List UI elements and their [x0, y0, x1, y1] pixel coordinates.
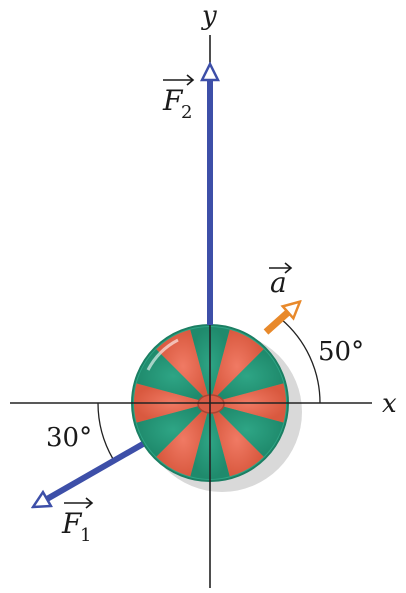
x-axis-label: x	[382, 389, 397, 419]
label-f1: F 1	[61, 497, 94, 546]
angle-arc-50	[280, 318, 321, 404]
y-axis-label: y	[201, 1, 217, 31]
svg-text:a: a	[270, 266, 287, 299]
puck-wedge	[210, 329, 264, 403]
angle-arc-30	[97, 402, 114, 460]
svg-text:2: 2	[181, 102, 192, 123]
puck-wedge	[136, 349, 210, 403]
vector-a	[263, 307, 294, 335]
svg-text:F: F	[162, 84, 184, 117]
angle-label-50: 50°	[318, 337, 364, 367]
puck	[131, 324, 289, 482]
label-a: a	[269, 262, 293, 299]
puck-wedge	[210, 349, 284, 403]
puck-wedge	[210, 403, 284, 457]
angle-label-30: 30°	[46, 423, 92, 453]
svg-text:1: 1	[80, 525, 91, 546]
vector-f1	[40, 441, 145, 503]
svg-text:F: F	[61, 507, 83, 540]
puck-wedge	[156, 403, 210, 477]
label-f2: F 2	[162, 74, 195, 123]
puck-center-knob	[197, 394, 225, 414]
puck-wedge	[136, 403, 210, 457]
puck-wedge	[156, 329, 210, 403]
puck-wedge	[210, 403, 264, 477]
